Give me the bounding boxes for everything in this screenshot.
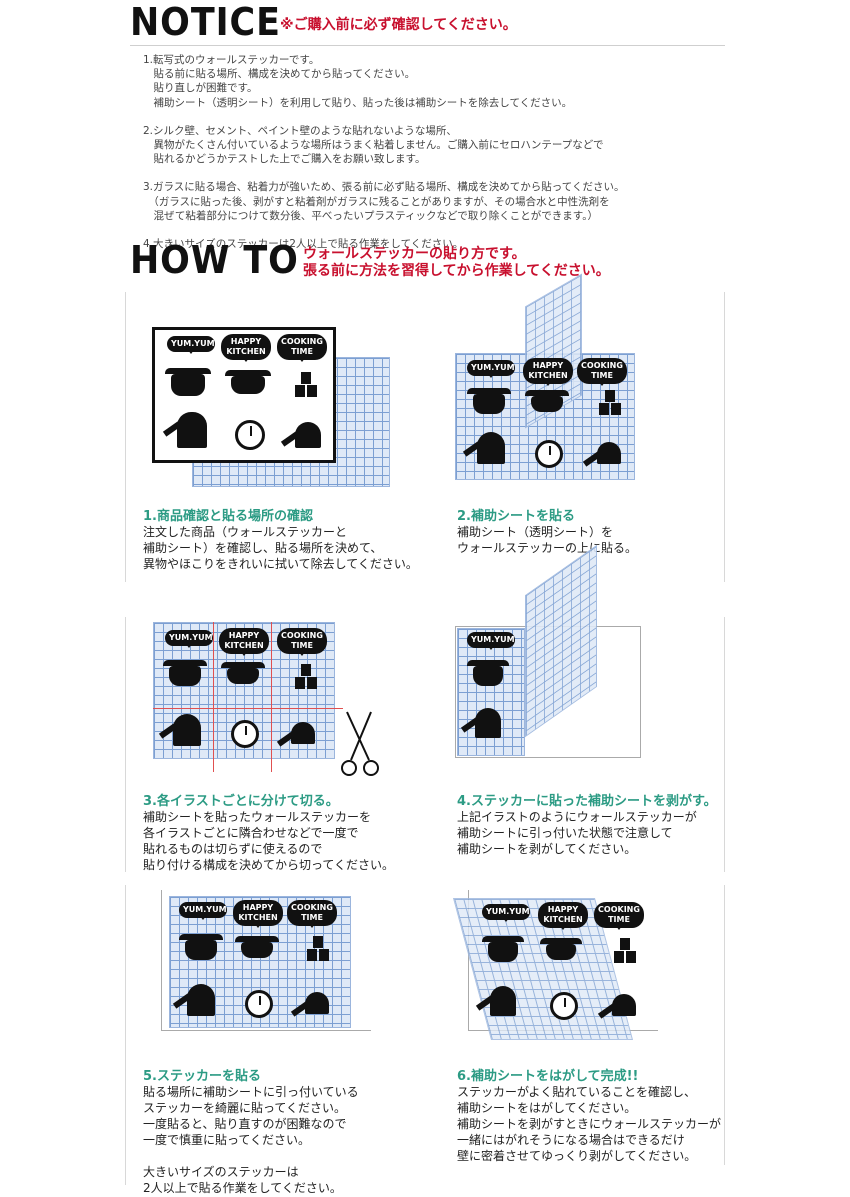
step6-text: 6.補助シートをはがして完成!! ステッカーがよく貼れていることを確認し、 補助…: [457, 1065, 722, 1164]
sticker-sheet: YUM.YUM HAPPY KITCHEN COOKING TIME: [152, 327, 336, 463]
yumyum-bubble: YUM.YUM: [482, 904, 530, 922]
notice-title: NOTICE: [130, 0, 281, 44]
step1-text: 1.商品確認と貼る場所の確認 注文した商品（ウォールステッカーと 補助シート）を…: [143, 505, 433, 572]
pot-icon: [221, 662, 265, 684]
notice-list: 1.転写式のウォールステッカーです。 貼る前に貼る場所、構成を決めてから貼ってく…: [143, 53, 733, 265]
happy-kitchen-bubble: HAPPY KITCHEN: [538, 902, 588, 930]
step5-body: 貼る場所に補助シートに引っ付いている ステッカーを綺麗に貼ってください。 一度貼…: [143, 1085, 359, 1195]
wall-corner: [468, 890, 469, 1030]
scale-icon: [235, 420, 265, 450]
pot-icon: [179, 934, 223, 960]
step3-body: 補助シートを貼ったウォールステッカーを 各イラストごとに隣合わせなどで一度で 貼…: [143, 810, 395, 872]
cups-icon: [291, 372, 321, 402]
howto-title: HOW TO: [130, 238, 299, 282]
cups-icon: [303, 936, 333, 966]
notice-item-4: 4.大きいサイズのステッカーは2人以上で貼る作業をしてください。: [143, 238, 464, 251]
panel-border: [724, 617, 725, 872]
notice-item-3: 3.ガラスに貼る場合、粘着力が強いため、張る前に必ず貼る場所、構成を決めてから貼…: [143, 181, 625, 222]
happy-kitchen-bubble: HAPPY KITCHEN: [221, 334, 271, 362]
cut-line: [153, 708, 343, 709]
pot-icon: [482, 936, 524, 962]
howto-subtitle-line1: ウォールステッカーの貼り方です。: [303, 246, 526, 262]
cups-icon: [595, 390, 625, 420]
happy-kitchen-bubble: HAPPY KITCHEN: [523, 358, 573, 386]
howto-subtitle-line2: 張る前に方法を習得してから作業してください。: [303, 263, 610, 279]
pot-icon: [525, 390, 569, 412]
howto-subtitle: ウォールステッカーの貼り方です。 張る前に方法を習得してから作業してください。: [303, 246, 610, 280]
pot-icon: [235, 936, 279, 958]
yumyum-bubble: YUM.YUM: [467, 360, 515, 378]
notice-item-1: 1.転写式のウォールステッカーです。 貼る前に貼る場所、構成を決めてから貼ってく…: [143, 54, 573, 109]
step6-title: 6.補助シートをはがして完成!!: [457, 1069, 639, 1084]
step5-title: 5.ステッカーを貼る: [143, 1069, 261, 1084]
floor-line: [161, 1030, 371, 1031]
happy-kitchen-bubble: HAPPY KITCHEN: [219, 628, 269, 656]
kettle-icon: [612, 994, 636, 1016]
scale-icon: [245, 990, 273, 1018]
step2-title: 2.補助シートを貼る: [457, 509, 575, 524]
step5-text: 5.ステッカーを貼る 貼る場所に補助シートに引っ付いている ステッカーを綺麗に貼…: [143, 1065, 423, 1196]
step1-body: 注文した商品（ウォールステッカーと 補助シート）を確認し、貼る場所を決めて、 異…: [143, 525, 418, 571]
step3-illustration: YUM.YUM HAPPY KITCHEN COOKING TIME: [153, 622, 383, 782]
notice-subtitle: ※ご購入前に必ず確認してください。: [280, 17, 517, 33]
step2-text: 2.補助シートを貼る 補助シート（透明シート）を ウォールステッカーの上に貼る。: [457, 505, 717, 556]
step1-illustration: YUM.YUM HAPPY KITCHEN COOKING TIME: [152, 327, 392, 487]
step4-body: 上記イラストのようにウォールステッカーが 補助シートに引っ付いた状態で注意して …: [457, 810, 697, 856]
kettle-icon: [173, 714, 201, 746]
panel-border: [125, 292, 126, 582]
panel-border: [724, 292, 725, 582]
cooking-time-bubble: COOKING TIME: [577, 358, 627, 386]
step4-title: 4.ステッカーに貼った補助シートを剥がす。: [457, 794, 717, 809]
step2-illustration: YUM.YUM HAPPY KITCHEN COOKING TIME: [455, 273, 645, 490]
pot-icon: [165, 368, 211, 396]
cooking-time-bubble: COOKING TIME: [594, 902, 644, 930]
cups-icon: [610, 938, 640, 968]
step3-title: 3.各イラストごとに分けて切る。: [143, 794, 339, 809]
kettle-icon: [177, 412, 207, 448]
cooking-time-bubble: COOKING TIME: [277, 628, 327, 656]
happy-kitchen-bubble: HAPPY KITCHEN: [233, 900, 283, 928]
scale-icon: [535, 440, 563, 468]
pot-icon: [540, 938, 582, 960]
panel-border: [125, 885, 126, 1185]
cups-icon: [291, 664, 321, 694]
yumyum-bubble: YUM.YUM: [179, 902, 227, 920]
scale-icon: [231, 720, 259, 748]
step4-illustration: YUM.YUM: [455, 544, 645, 765]
step1-title: 1.商品確認と貼る場所の確認: [143, 509, 313, 524]
scale-icon: [550, 992, 578, 1020]
step3-text: 3.各イラストごとに分けて切る。 補助シートを貼ったウォールステッカーを 各イラ…: [143, 790, 433, 873]
step6-illustration: YUM.YUM HAPPY KITCHEN COOKING TIME: [452, 890, 662, 1050]
kettle-icon: [475, 708, 501, 738]
kettle-icon: [295, 422, 321, 448]
pot-icon: [163, 660, 207, 686]
yumyum-bubble: YUM.YUM: [165, 630, 213, 648]
pot-icon: [467, 660, 509, 686]
pot-icon: [225, 370, 271, 394]
yumyum-bubble: YUM.YUM: [167, 336, 215, 354]
kettle-icon: [490, 986, 516, 1016]
step4-text: 4.ステッカーに貼った補助シートを剥がす。 上記イラストのようにウォールステッカ…: [457, 790, 722, 857]
cut-line: [271, 622, 272, 772]
cut-line: [213, 622, 214, 772]
kettle-icon: [597, 442, 621, 464]
step5-illustration: YUM.YUM HAPPY KITCHEN COOKING TIME: [155, 890, 375, 1050]
notice-divider: [130, 45, 725, 46]
pot-icon: [467, 388, 511, 414]
cooking-time-bubble: COOKING TIME: [277, 334, 327, 362]
step6-body: ステッカーがよく貼れていることを確認し、 補助シートをはがしてください。 補助シ…: [457, 1085, 722, 1163]
yumyum-bubble: YUM.YUM: [467, 632, 515, 650]
cooking-time-bubble: COOKING TIME: [287, 900, 337, 928]
notice-item-2: 2.シルク壁、セメント、ペイント壁のような貼れないような場所、 異物がたくさん付…: [143, 124, 604, 166]
wall-corner: [161, 890, 162, 1030]
kettle-icon: [305, 992, 329, 1014]
panel-border: [125, 617, 126, 872]
kettle-icon: [187, 984, 215, 1016]
panel-border: [724, 885, 725, 1165]
scissors-icon: [341, 711, 379, 776]
kettle-icon: [477, 432, 505, 464]
kettle-icon: [291, 722, 315, 744]
